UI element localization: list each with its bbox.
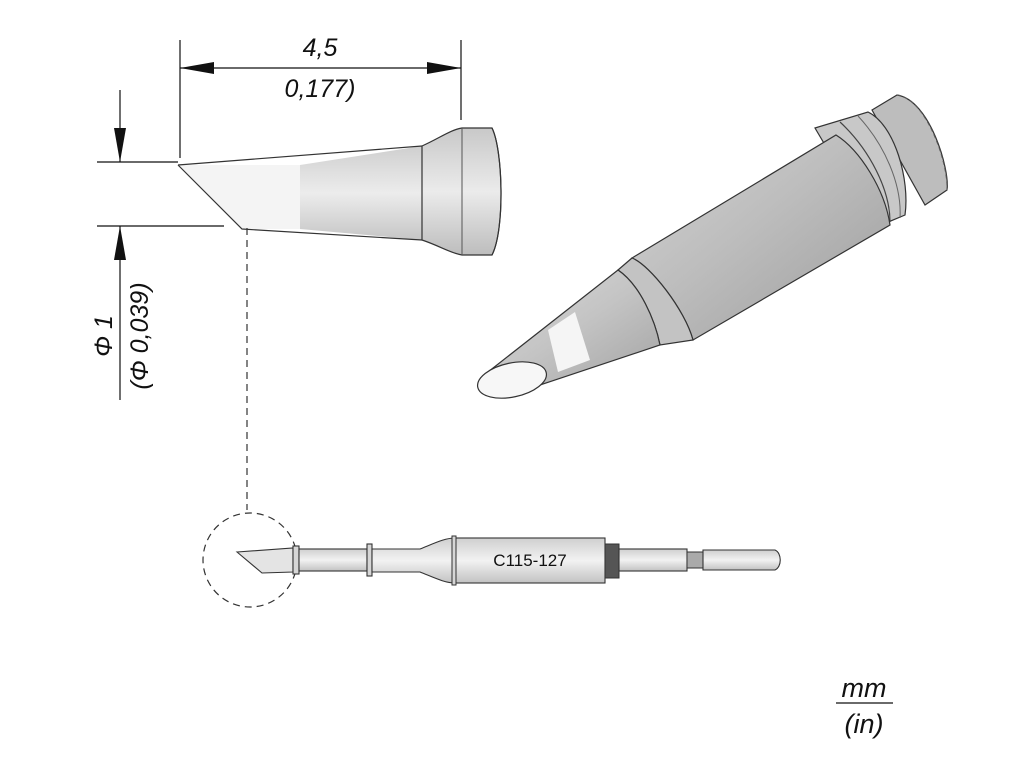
units-legend: mm (in)	[836, 673, 893, 739]
length-in-label: 0,177)	[285, 75, 356, 103]
length-dimension: 4,5 0,177)	[179, 34, 462, 158]
tip-side-view	[177, 127, 502, 256]
bevel-face	[476, 361, 548, 399]
unit-mm-label: mm	[842, 673, 887, 703]
tip-perspective-view	[476, 94, 948, 399]
length-mm-label: 4,5	[303, 34, 338, 62]
cartridge-full-view: C115-127	[202, 512, 781, 608]
part-number-label: C115-127	[493, 551, 566, 570]
unit-in-label: (in)	[845, 709, 884, 739]
diameter-mm-label: Φ 1	[90, 315, 118, 357]
diameter-dimension: Φ 1 (Φ 0,039)	[90, 90, 224, 400]
diameter-in-label: (Φ 0,039)	[126, 282, 154, 389]
